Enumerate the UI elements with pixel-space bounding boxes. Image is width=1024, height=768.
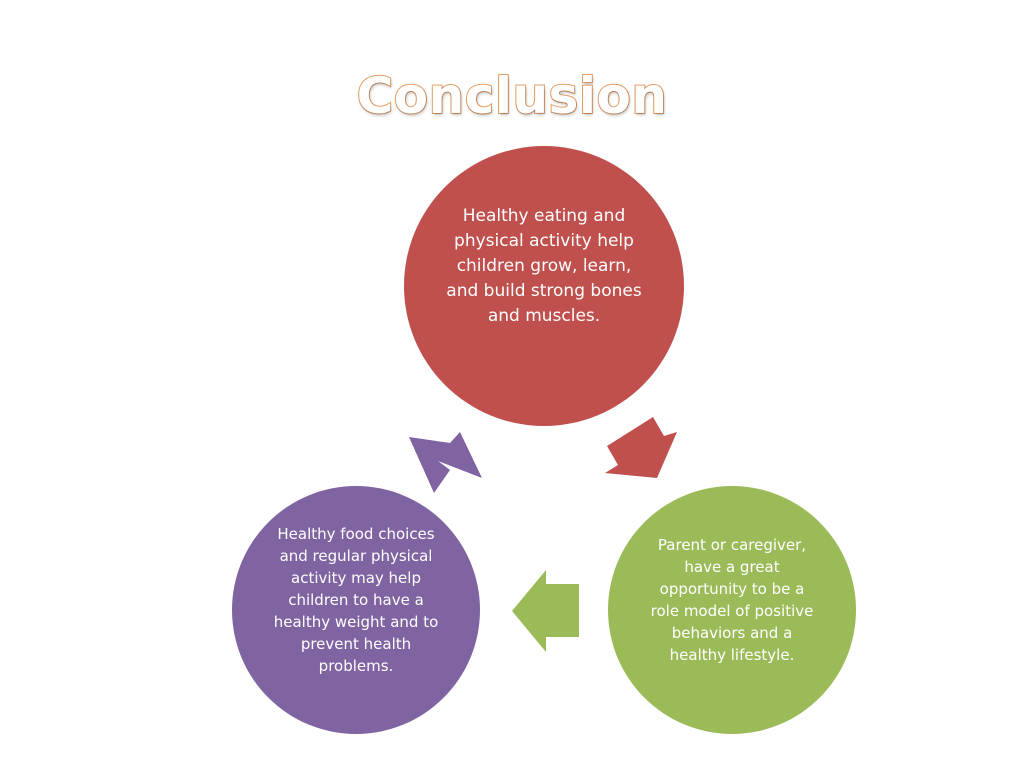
- slide-title: Conclusion: [356, 66, 668, 126]
- cycle-step-1: Healthy eating and physical activity hel…: [404, 146, 684, 426]
- cycle-step-3-text: Healthy food choices and regular physica…: [273, 525, 439, 675]
- cycle-step-1-text: Healthy eating and physical activity hel…: [446, 205, 642, 326]
- arrow-red: [605, 417, 677, 478]
- arrow-green: [512, 570, 579, 652]
- cycle-step-2-text: Parent or caregiver, have a great opport…: [650, 536, 814, 664]
- cycle-step-2: Parent or caregiver, have a great opport…: [608, 486, 856, 734]
- cycle-step-3: Healthy food choices and regular physica…: [232, 486, 480, 734]
- arrow-purple: [409, 432, 482, 493]
